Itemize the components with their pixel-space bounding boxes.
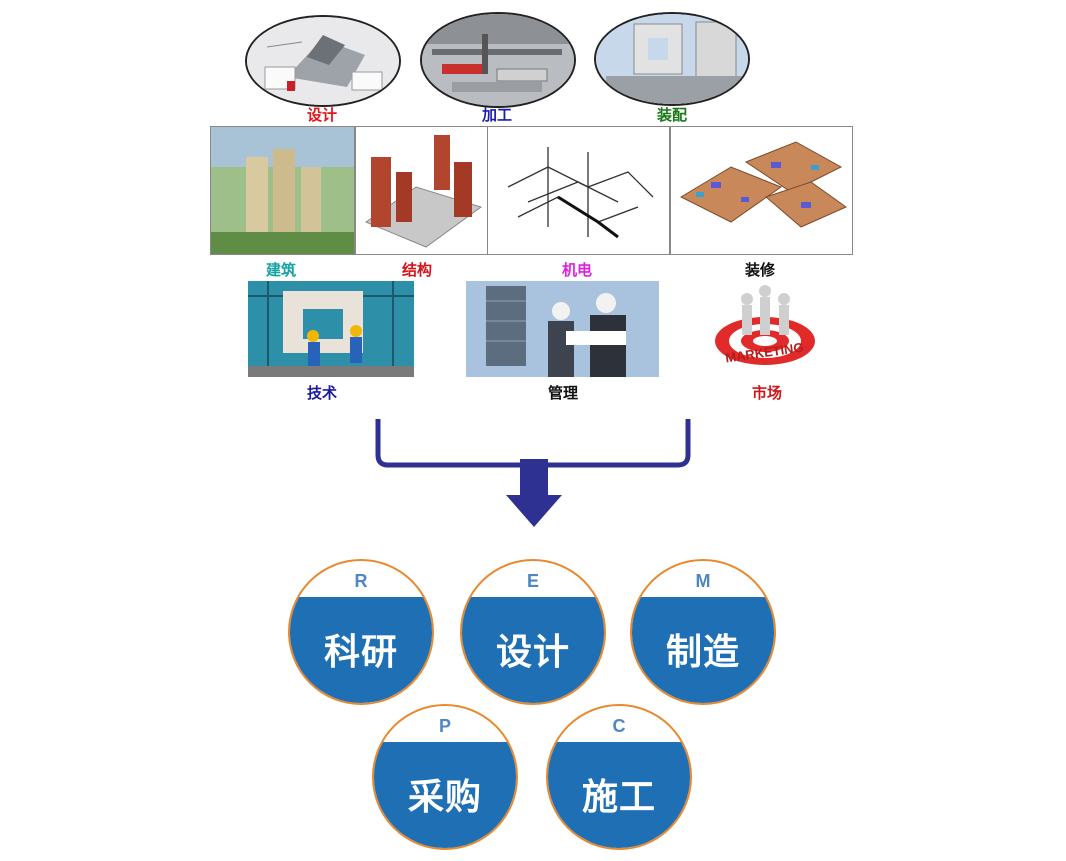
marketing-image: MARKETING — [702, 279, 828, 379]
assembly-stage-image — [594, 12, 750, 106]
bubble-word: 采购 — [407, 777, 482, 818]
bubble-construction: C 施工 — [546, 704, 692, 850]
stage-label-processing: 加工 — [481, 106, 513, 124]
bubble-letter: M — [695, 571, 711, 591]
stage-label-design: 设计 — [306, 106, 338, 124]
merge-bracket — [375, 419, 691, 527]
architecture-image — [210, 126, 355, 255]
structure-image — [355, 126, 488, 255]
interior-image — [670, 126, 853, 255]
bubble-research: R 科研 — [288, 559, 434, 705]
bubble-word: 设计 — [495, 632, 570, 673]
support-label-management: 管理 — [547, 384, 579, 402]
bubble-letter: C — [612, 716, 626, 736]
discipline-label-mep: 机电 — [561, 261, 593, 279]
discipline-label-structure: 结构 — [401, 261, 433, 279]
discipline-label-interior: 装修 — [744, 261, 776, 279]
design-stage-image — [245, 15, 401, 107]
support-label-technology: 技术 — [306, 384, 338, 402]
bubble-word: 科研 — [323, 632, 398, 673]
bubble-letter: P — [438, 716, 451, 736]
support-label-marketing: 市场 — [751, 384, 783, 402]
mep-image — [487, 126, 670, 255]
bubble-letter: E — [526, 571, 539, 591]
discipline-label-architecture: 建筑 — [265, 261, 297, 279]
bubble-word: 制造 — [665, 632, 740, 673]
technology-image — [248, 281, 414, 377]
bubble-letter: R — [354, 571, 368, 591]
stage-label-assembly: 装配 — [656, 106, 688, 124]
bubble-engineering: E 设计 — [460, 559, 606, 705]
processing-stage-image — [420, 12, 576, 108]
management-image — [466, 281, 659, 377]
bubble-word: 施工 — [581, 777, 656, 818]
bubble-procurement: P 采购 — [372, 704, 518, 850]
down-arrow-icon — [506, 459, 562, 527]
bubble-manufacturing: M 制造 — [630, 559, 776, 705]
